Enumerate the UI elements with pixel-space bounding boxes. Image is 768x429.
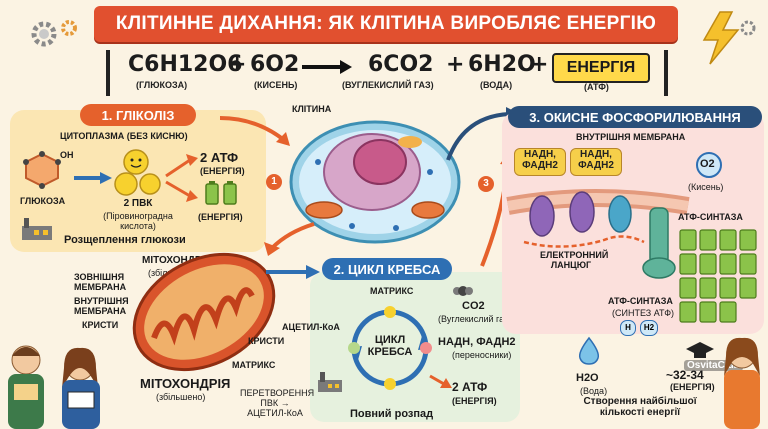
glycolysis-breakdown: Розщеплення глюкози xyxy=(64,234,186,246)
step-1-badge: 1 xyxy=(266,174,282,190)
krebs-atp-desc: (ЕНЕРГІЯ) xyxy=(452,396,497,406)
krebs-atp: 2 АТФ xyxy=(452,380,488,394)
equation-bracket xyxy=(106,50,668,96)
inner-membrane-label: ВНУТРІШНЯ МЕМБРАНА xyxy=(74,296,129,316)
krebs-conversion: ПЕРЕТВОРЕННЯ ПВК → АЦЕТИЛ-КоА xyxy=(240,388,315,418)
oxphos-atp-count: ~32-34 xyxy=(666,368,704,382)
arrow-to-cell-icon xyxy=(219,116,290,146)
eq-co2-label: (ВУГЛЕКИСЛИЙ ГАЗ) xyxy=(342,80,434,90)
h2-ion: H2 xyxy=(640,320,658,336)
factory-icon xyxy=(318,372,342,392)
mito-bottom-sub: (збільшено) xyxy=(156,392,206,402)
arrow-mito-to-krebs-icon xyxy=(266,265,320,279)
oxphos-water-desc: (Вода) xyxy=(580,386,608,396)
mito-bottom-label: МІТОХОНДРІЯ xyxy=(140,376,231,391)
atp-batteries-icon xyxy=(679,229,757,323)
oh-label: OH xyxy=(60,150,74,160)
krebs-title: 2. ЦИКЛ КРЕБСА xyxy=(322,258,452,280)
teacher-illustration xyxy=(724,337,760,429)
energy-box: ЕНЕРГІЯ xyxy=(552,53,650,83)
oxphos-o2: O2 xyxy=(700,158,715,170)
step-3-badge: 3 xyxy=(478,176,494,192)
krebs-nadh-desc: (переносники) xyxy=(452,350,512,360)
oxphos-summary: Створення найбільшої кількості енергії xyxy=(583,396,697,418)
etc-label: ЕЛЕКТРОННИЙ ЛАНЦЮГ xyxy=(540,250,609,270)
oxphos-membrane-label: ВНУТРІШНЯ МЕМБРАНА xyxy=(576,132,686,142)
krebs-cycle-label: ЦИКЛ КРЕБСА xyxy=(367,334,413,358)
arrow-cell-to-mito-icon xyxy=(264,222,315,256)
water-drop-icon xyxy=(578,336,600,365)
glycolysis-energy2: (ЕНЕРГІЯ) xyxy=(198,212,243,222)
oxphos-title: 3. ОКИСНЕ ФОСФОРИЛЮВАННЯ xyxy=(508,106,762,128)
outer-membrane-label: ЗОВНІШНЯ МЕМБРАНА xyxy=(74,272,127,292)
krebs-panel xyxy=(310,272,520,422)
h-ion: H xyxy=(620,320,636,336)
acetyl-label: АЦЕТИЛ-КоА xyxy=(282,322,340,332)
glucose-label: ГЛЮКОЗА xyxy=(20,196,66,206)
krebs-co2-desc: (Вуглекислий газ) xyxy=(438,314,512,324)
atp-synthase-label: АТФ-СИНТАЗА xyxy=(678,212,743,222)
nadh-box-2: НАДН, ФАДН2 xyxy=(570,148,622,176)
lightning-icon xyxy=(702,11,756,65)
glucose-molecule-icon xyxy=(23,151,61,189)
oxygen-molecule-icon xyxy=(696,152,722,178)
cristae-right-label: КРИСТИ xyxy=(248,336,285,346)
cytoplasm-label: ЦИТОПЛАЗМА (БЕЗ КИСНЮ) xyxy=(60,131,188,141)
cell-illustration xyxy=(289,120,461,244)
krebs-matrix-label: МАТРИКС xyxy=(370,286,414,296)
page-title: КЛІТИННЕ ДИХАННЯ: ЯК КЛІТИНА ВИРОБЛЯЄ ЕН… xyxy=(115,13,657,34)
oxphos-o2-desc: (Кисень) xyxy=(688,182,724,192)
branch-arrows-icon xyxy=(165,154,198,202)
eq-co2: 6CO2 xyxy=(368,52,434,77)
gear-icon xyxy=(31,20,77,47)
cristae-left-label: КРИСТИ xyxy=(82,320,119,330)
glycolysis-atp-energy: (ЕНЕРГІЯ) xyxy=(200,166,245,176)
eq-glucose: C6H12O6 xyxy=(128,52,243,77)
pvk-description: (Піровиноградна кислота) xyxy=(103,211,173,231)
arrow-atp-icon xyxy=(429,374,452,388)
pvk-molecules-icon xyxy=(114,149,161,196)
arrow-right-icon xyxy=(302,60,352,74)
krebs-full: Повний розпад xyxy=(350,408,434,420)
eq-water: 6H2O xyxy=(468,52,536,77)
pvk-label: 2 ПВК xyxy=(123,198,153,209)
mitochondrion-illustration xyxy=(132,252,276,372)
eq-plus-1: + xyxy=(228,52,247,77)
synthase-desc: (СИНТЕЗ АТФ) xyxy=(612,308,675,318)
glycolysis-title: 1. ГЛІКОЛІЗ xyxy=(80,104,196,126)
cell-label: КЛІТИНА xyxy=(292,104,332,114)
krebs-co2: CO2 xyxy=(462,300,485,312)
membrane-illustration xyxy=(506,189,690,279)
mito-matrix-label: МАТРИКС xyxy=(232,360,276,370)
arrow-right-icon xyxy=(74,172,112,184)
nadh-box-1: НАДН, ФАДН2 xyxy=(514,148,566,176)
battery-icon xyxy=(205,181,237,205)
oxphos-water: H2O xyxy=(576,372,599,384)
oxphos-atp-energy: (ЕНЕРГІЯ) xyxy=(670,382,715,392)
krebs-cycle-icon xyxy=(348,306,432,390)
mito-top-label: МІТОХОНДРІЯ xyxy=(142,255,212,266)
title-banner: КЛІТИННЕ ДИХАННЯ: ЯК КЛІТИНА ВИРОБЛЯЄ ЕН… xyxy=(94,6,678,42)
eq-oxygen: 6O2 xyxy=(250,52,300,77)
watermark: OsvitaClub xyxy=(684,360,743,371)
factory-icon xyxy=(22,218,52,240)
eq-glucose-label: (ГЛЮКОЗА) xyxy=(136,80,188,90)
glycolysis-atp: 2 АТФ xyxy=(200,150,239,165)
eq-plus-2: + xyxy=(446,52,465,77)
krebs-nadh: НАДН, ФАДН2 xyxy=(438,336,516,348)
eq-oxygen-label: (КИСЕНЬ) xyxy=(254,80,298,90)
students-illustration xyxy=(8,345,100,429)
eq-plus-3: + xyxy=(530,52,549,77)
co2-molecule-icon xyxy=(453,286,473,296)
eq-energy: ЕНЕРГІЯ xyxy=(566,59,636,76)
eq-energy-label: (АТФ) xyxy=(584,82,609,92)
eq-water-label: (ВОДА) xyxy=(480,80,513,90)
synthase-bottom-label: АТФ-СИНТАЗА xyxy=(608,296,673,306)
graduation-cap-icon xyxy=(686,342,714,358)
